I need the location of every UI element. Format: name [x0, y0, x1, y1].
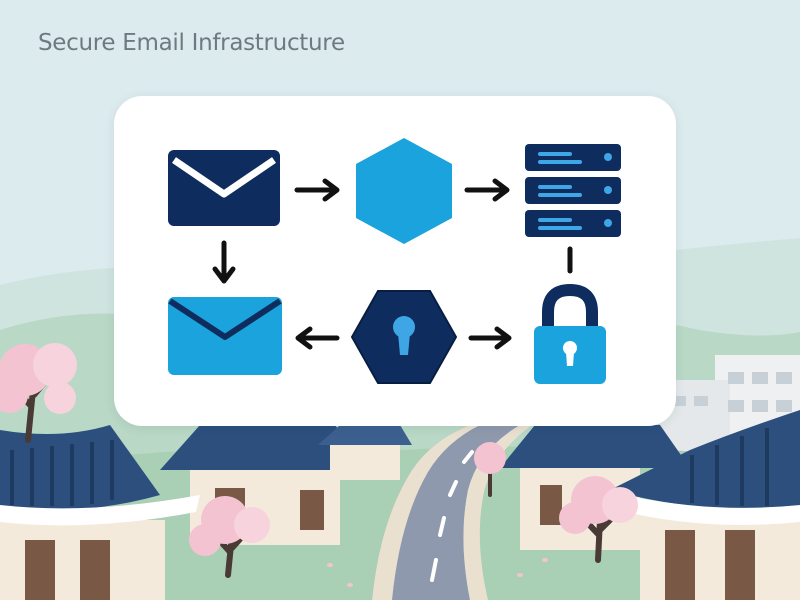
padlock-icon	[534, 283, 606, 384]
email-delivered-node	[166, 295, 284, 377]
diagram-card	[114, 96, 676, 426]
arrow-encryption-to-delivered	[294, 326, 340, 350]
road	[372, 425, 520, 600]
arrow-encryption-to-lock	[468, 326, 514, 350]
arrow-left-icon	[295, 326, 340, 350]
arrow-right-icon	[294, 178, 340, 202]
cherry-tree-right	[559, 476, 638, 563]
envelope-closed-icon	[168, 150, 280, 226]
arrow-email-to-processing	[294, 178, 342, 202]
middle-houses	[160, 425, 690, 550]
arrow-processing-to-server	[464, 178, 512, 202]
arrow-right-icon	[464, 178, 510, 202]
encryption-node	[350, 289, 458, 385]
cherry-tree-left	[0, 343, 77, 443]
security-lock-node	[532, 282, 608, 386]
page-title: Secure Email Infrastructure	[38, 30, 345, 56]
connector-server-to-lock	[566, 246, 574, 274]
arrow-email-down	[212, 240, 236, 286]
cherry-tree-mid-left	[189, 496, 270, 578]
envelope-open-icon	[168, 297, 282, 375]
cherry-tree-road	[474, 442, 506, 497]
right-hanok	[605, 410, 800, 600]
arrow-down-icon	[212, 240, 236, 284]
server-stack-icon	[525, 144, 621, 237]
keyhole-hexagon-icon	[350, 290, 458, 384]
processing-node	[354, 136, 454, 246]
left-hanok	[0, 425, 200, 600]
connector-line	[567, 246, 573, 274]
road-sidewalk-left	[372, 425, 480, 600]
email-outgoing-node	[166, 148, 282, 228]
hexagon-icon	[356, 138, 452, 244]
arrow-right-icon	[468, 326, 512, 350]
mail-server-node	[524, 143, 622, 239]
falling-petals	[327, 558, 548, 587]
road-markings	[430, 450, 474, 582]
